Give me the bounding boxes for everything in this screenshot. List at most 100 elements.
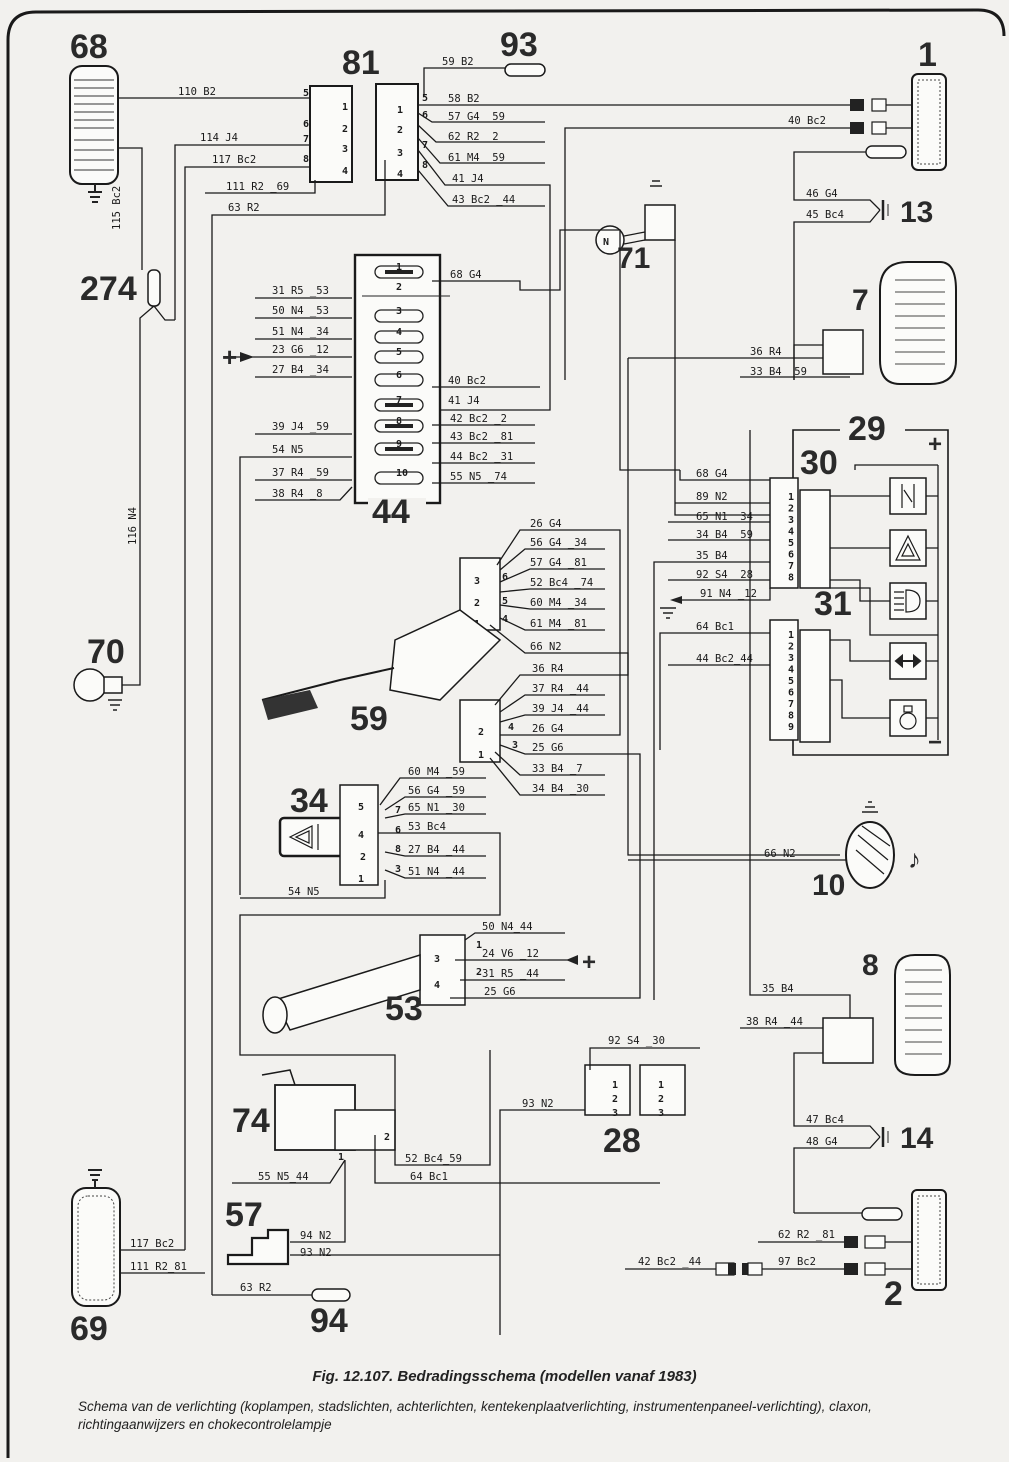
component-label: 70 [87, 633, 125, 671]
wire [239, 456, 352, 895]
pin-number: 4 [788, 527, 794, 538]
component-label: 29 [848, 410, 886, 448]
pin-number: 2 [474, 598, 480, 609]
wire [153, 305, 175, 321]
wire-label: 24 V6 _12 [482, 948, 539, 960]
fuse-3: 3 [374, 306, 424, 323]
pin-number: 3 [658, 1108, 664, 1119]
wire-label: 39 J4 _44 [532, 703, 589, 715]
wire [423, 67, 505, 96]
wire-label: 93 N2 [522, 1098, 554, 1110]
wire-label: 92 S4 _28 [696, 569, 753, 581]
rear-right-indicator-2: 2 62 R2 _81 97 Bc2 42 Bc2 _44 [625, 1189, 947, 1313]
pin-number: 6 [395, 825, 401, 836]
pin-number: 5 [788, 676, 794, 687]
page-border [6, 8, 1006, 1458]
wire-label: 64 Bc1 [696, 621, 734, 633]
wire-label: 27 B4 _34 [272, 364, 329, 376]
wire [255, 486, 353, 501]
wire-label: 54 N5 [272, 444, 304, 456]
wire-label: 38 R4 _44 [746, 1016, 803, 1028]
fuse-4: 4 [374, 327, 424, 344]
wire-label: 117 Bc2 [130, 1238, 174, 1250]
pin-number: 5 [502, 596, 508, 607]
pin-number: 3 [395, 864, 401, 875]
wire-label: 50 N4_44 [482, 921, 533, 933]
wire [499, 714, 605, 723]
fuse-number: 9 [396, 439, 402, 450]
pin-number: 1 [788, 492, 794, 503]
pin-number: 6 [422, 110, 428, 121]
wire-label: 64 Bc1 [410, 1171, 448, 1183]
component-label: 7 [852, 284, 869, 317]
wire-label: 65 N1 _34 [696, 511, 753, 523]
wire-label: 94 N2 [300, 1230, 332, 1242]
pin-number: 3 [474, 576, 480, 587]
wire [793, 1136, 881, 1213]
component-label: + [928, 431, 942, 458]
wire [793, 209, 881, 380]
wire [118, 147, 143, 270]
wire-label: 41 J4 [452, 173, 484, 185]
wire [240, 880, 386, 899]
wire [384, 813, 486, 819]
wire-label: 25 G6 [532, 742, 564, 754]
pin-number: 5 [422, 93, 428, 104]
component-label: 10 [812, 869, 845, 902]
wire-label: 42 Bc2 _44 [638, 1256, 701, 1268]
flasher-relay-74: 74 12 52 Bc4_59 64 Bc1 55 N5_44 [232, 1050, 660, 1184]
wire-label: 55 N5 _74 [450, 471, 507, 483]
wire [749, 430, 851, 1030]
wire-label: 92 S4 _30 [608, 1035, 665, 1047]
pin-number: 2 [342, 124, 348, 135]
ignition-switch-53: 34 12 53 [262, 934, 482, 1034]
ground-icon [88, 184, 102, 203]
wire [211, 160, 386, 1295]
wire-label: 62 R2 _81 [778, 1229, 835, 1241]
wire-label: 52 Bc4 _74 [530, 577, 593, 589]
wire [653, 561, 770, 1000]
pin-number: 7 [788, 561, 794, 572]
wire [239, 832, 501, 1120]
wire [499, 548, 605, 571]
component-label: 74 [232, 1102, 270, 1140]
wire-label: 37 R4 _44 [532, 683, 589, 695]
wire [417, 137, 545, 164]
pin-number: 4 [358, 830, 364, 841]
wire-label: 116 N4 [127, 507, 139, 545]
wire-label: 37 R4 _59 [272, 467, 329, 479]
wire [494, 358, 629, 706]
wire [374, 1135, 660, 1184]
wire [659, 632, 770, 750]
wire-label: 53 Bc4 [408, 821, 446, 833]
fuse-number: 6 [396, 370, 402, 381]
component-label: 28 [603, 1122, 641, 1160]
wire [417, 149, 551, 411]
wire [384, 796, 486, 811]
pin-number: 6 [788, 550, 794, 561]
wire [122, 305, 155, 686]
wire-label: 31 R5 _44 [482, 968, 539, 980]
wire [450, 980, 641, 999]
wire-label: 56 G4 _34 [530, 537, 587, 549]
pin-number: 4 [788, 665, 794, 676]
wire [499, 568, 605, 583]
fuse-5: 5 [374, 347, 424, 364]
wire-label: 39 J4 _59 [272, 421, 329, 433]
wire [793, 1052, 881, 1138]
wire-label: 93 N2 [300, 1247, 332, 1259]
wire-label: 110 B2 [178, 86, 216, 98]
rear-indicator-69: 69 117 Bc2 111 R2_81 63 R2 [70, 1169, 312, 1348]
wire [830, 495, 890, 719]
pin-number: 1 [342, 102, 348, 113]
wire [384, 869, 486, 879]
figure-caption: Fig. 12.107. Bedradingsschema (modellen … [312, 1368, 697, 1385]
wire-label: 43 Bc2 _44 [452, 194, 515, 206]
component-label: 2 [884, 1275, 903, 1313]
component-label: 1 [918, 36, 937, 74]
fuse-7: 7 [374, 395, 424, 412]
pin-number: 3 [788, 653, 794, 664]
wire-label: 56 G4 _59 [408, 785, 465, 797]
